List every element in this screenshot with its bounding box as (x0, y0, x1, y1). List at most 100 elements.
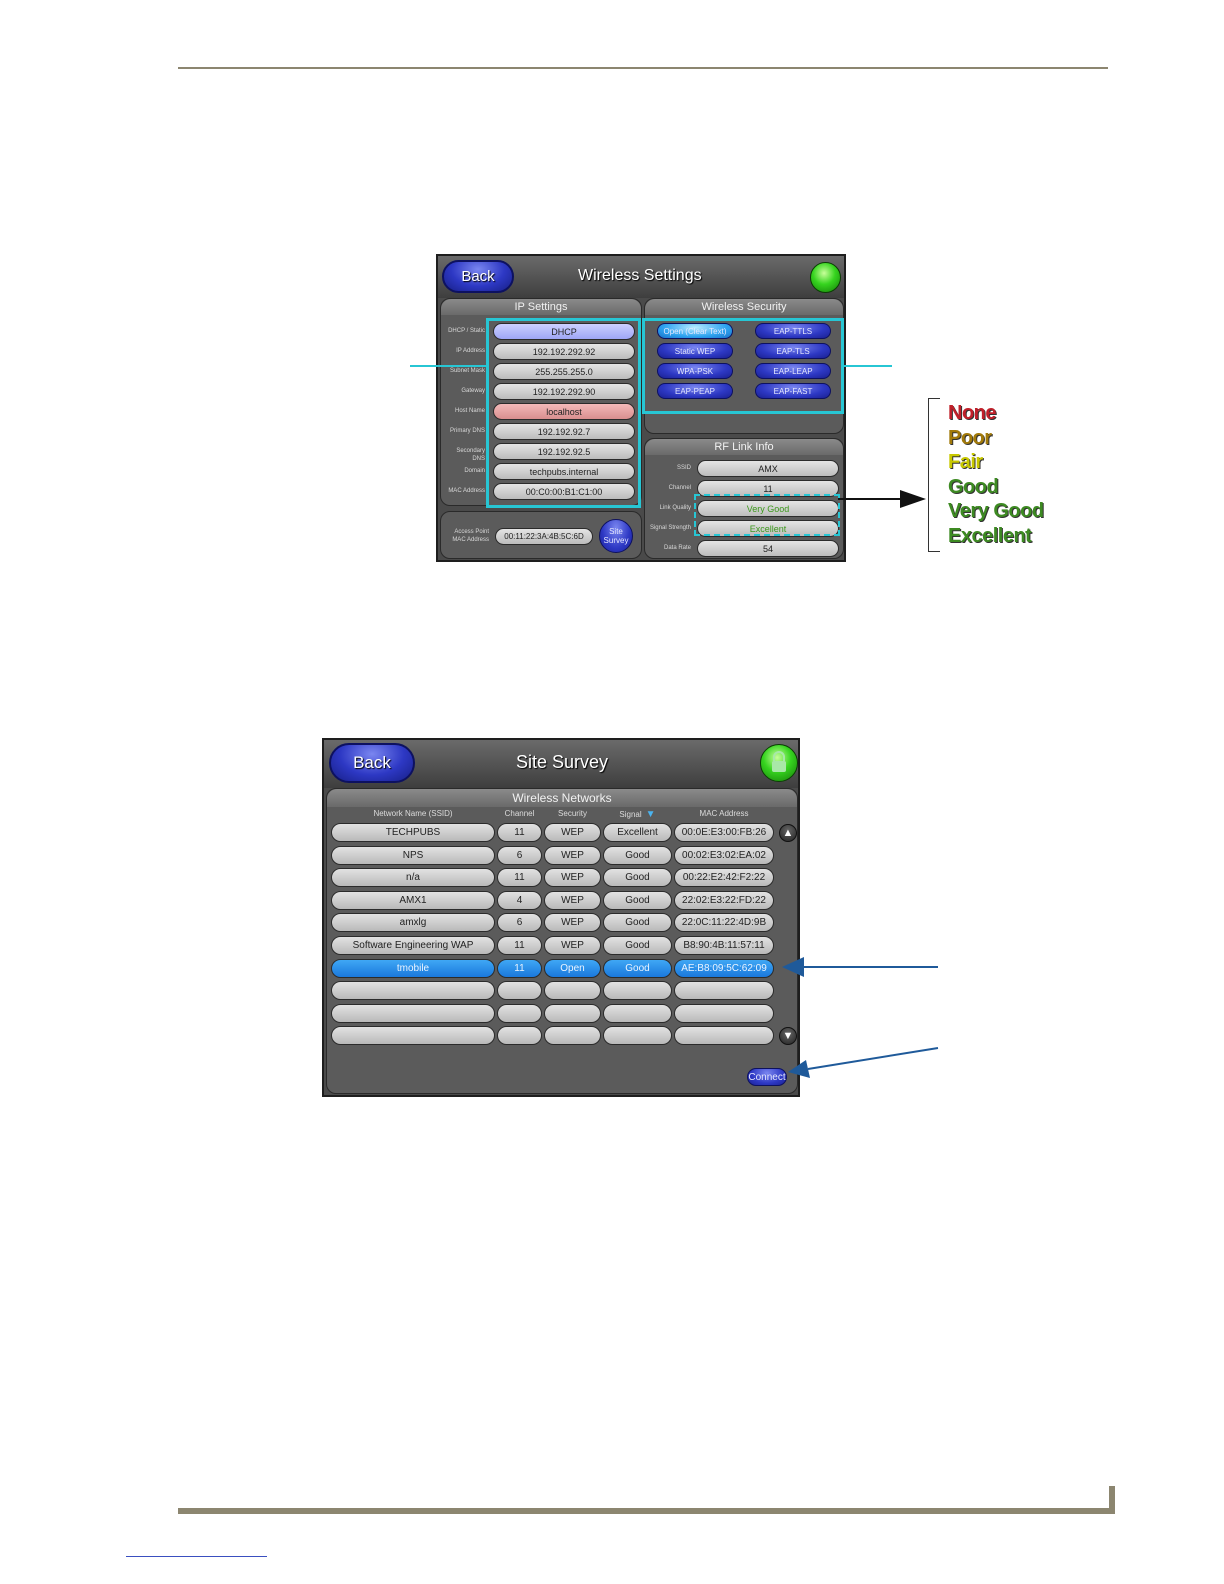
status-light-icon (810, 262, 841, 293)
table-cell: 11 (497, 868, 542, 888)
legend-item: Excellent (948, 525, 1032, 547)
wireless-networks-header: Wireless Networks (327, 789, 797, 807)
table-cell: 22:0C:11:22:4D:9B (674, 913, 774, 933)
table-cell (331, 981, 495, 1001)
security-option-button[interactable]: EAP-LEAP (755, 363, 831, 379)
wireless-networks-section: Wireless Networks Network Name (SSID) Cha… (326, 788, 798, 1094)
column-header-label: Network Name (SSID) (373, 809, 453, 818)
table-cell: B8:90:4B:11:57:11 (674, 936, 774, 955)
table-cell: Good (603, 845, 672, 865)
legend-item: Poor (948, 426, 992, 449)
ip-field-value[interactable]: 192.192.292.90 (493, 383, 635, 400)
wireless-security-highlight (642, 318, 844, 414)
ip-field-value[interactable]: DHCP (493, 323, 635, 340)
column-header[interactable]: Network Name (SSID) (331, 809, 495, 818)
table-cell (497, 1003, 542, 1023)
table-cell (331, 1026, 495, 1046)
column-header-label: Signal (619, 810, 642, 819)
selected-row-arrow-icon (782, 957, 938, 977)
table-row[interactable] (327, 981, 777, 1001)
table-cell: 00:22:E2:42:F2:22 (674, 868, 774, 888)
rf-field-label: SSID (676, 465, 691, 471)
security-option-button[interactable]: EAP-FAST (755, 383, 831, 399)
column-header[interactable]: Signal▼ (603, 809, 672, 820)
column-header[interactable]: Security (544, 809, 601, 818)
footer-rule (178, 1508, 1115, 1514)
scroll-down-button[interactable]: ▼ (779, 1027, 797, 1045)
table-cell: AMX1 (331, 890, 495, 910)
table-cell: 11 (497, 823, 542, 842)
table-cell (674, 981, 774, 1001)
security-option-button[interactable]: EAP-TLS (755, 343, 831, 359)
security-option-button[interactable]: EAP-PEAP (657, 383, 733, 399)
table-cell: 00:02:E3:02:EA:02 (674, 845, 774, 865)
table-cell: WEP (544, 913, 601, 933)
table-cell (603, 1026, 672, 1046)
lock-status-icon (760, 744, 798, 782)
ip-settings-header: IP Settings (441, 299, 641, 315)
ip-field-label: DHCP / Static (448, 328, 485, 334)
table-cell: 11 (497, 958, 542, 978)
header-rule (178, 67, 1108, 69)
ip-field-value[interactable]: localhost (493, 403, 635, 420)
sort-descending-icon: ▼ (645, 809, 656, 820)
table-cell: Good (603, 868, 672, 888)
site-survey-button[interactable]: Site Survey (599, 519, 633, 553)
ip-field-value[interactable]: 192.192.292.92 (493, 343, 635, 360)
table-cell: Good (603, 913, 672, 933)
table-cell: WEP (544, 868, 601, 888)
site-survey-window: Back Site Survey Wireless Networks Netwo… (322, 738, 800, 1097)
column-header-label: Channel (504, 809, 535, 818)
footer-rule-cap (1109, 1486, 1115, 1514)
table-cell: AE:B8:09:5C:62:09 (674, 958, 774, 978)
column-header[interactable]: MAC Address (674, 809, 774, 818)
table-cell (674, 1026, 774, 1046)
window-title: Wireless Settings (578, 267, 702, 284)
table-cell (331, 1003, 495, 1023)
column-header-label: Security (558, 809, 587, 818)
access-point-mac: 00:11:22:3A:4B:5C:6D (495, 528, 593, 545)
footer-link-underline (126, 1556, 267, 1557)
table-cell: Good (603, 958, 672, 978)
ip-field-value[interactable]: 00:C0:00:B1:C1:00 (493, 483, 635, 500)
table-cell: TECHPUBS (331, 823, 495, 842)
legend-item: Good (948, 475, 999, 498)
table-cell (497, 981, 542, 1001)
column-header[interactable]: Channel (497, 809, 542, 818)
security-option-button[interactable]: Open (Clear Text) (657, 323, 733, 339)
table-cell: n/a (331, 868, 495, 888)
connect-button[interactable]: Connect (747, 1068, 787, 1086)
table-cell (544, 981, 601, 1001)
security-callout-line (842, 365, 892, 367)
ip-settings-callout-line (410, 365, 488, 367)
back-button[interactable]: Back (442, 260, 514, 293)
rf-link-info-header: RF Link Info (645, 439, 843, 455)
table-cell (603, 1003, 672, 1023)
access-point-label: Access Point MAC Address (452, 529, 489, 543)
table-row[interactable] (327, 1026, 777, 1046)
legend-item: Very Good (948, 500, 1044, 523)
legend-bracket (928, 398, 940, 552)
security-option-button[interactable]: WPA-PSK (657, 363, 733, 379)
table-cell: 22:02:E3:22:FD:22 (674, 890, 774, 910)
back-button[interactable]: Back (329, 743, 415, 783)
ip-field-value[interactable]: 192.192.92.5 (493, 443, 635, 460)
table-cell: 00:0E:E3:00:FB:26 (674, 823, 774, 842)
scroll-up-button[interactable]: ▲ (779, 824, 797, 842)
table-cell: Excellent (603, 823, 672, 842)
ip-field-value[interactable]: 192.192.92.7 (493, 423, 635, 440)
ip-settings-highlight (486, 318, 641, 508)
security-option-button[interactable]: EAP-TTLS (755, 323, 831, 339)
security-option-button[interactable]: Static WEP (657, 343, 733, 359)
table-row[interactable] (327, 1003, 777, 1024)
ip-field-value[interactable]: 255.255.255.0 (493, 363, 635, 380)
ip-field-value[interactable]: techpubs.internal (493, 463, 635, 480)
